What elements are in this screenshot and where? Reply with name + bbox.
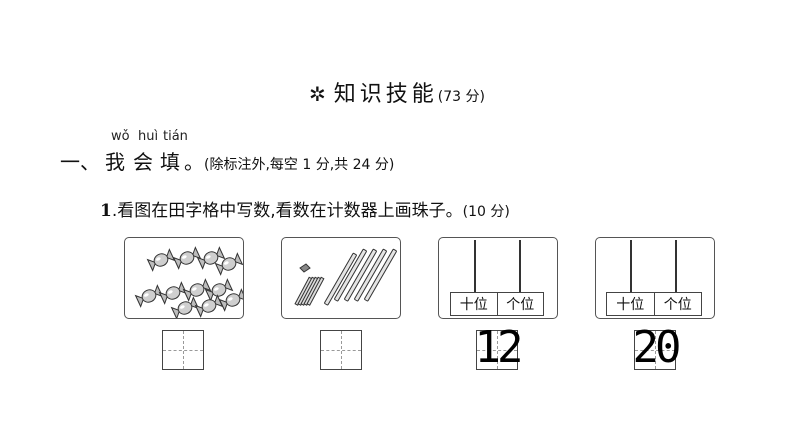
asterisk-icon: ✲	[309, 82, 330, 106]
abacus-rod-ones	[675, 240, 677, 292]
ones-label: 个位	[653, 293, 702, 315]
heading-char-tian: 填	[160, 150, 180, 174]
abacus-rod-ones	[519, 240, 521, 292]
question-text: .看图在田字格中写数,看数在计数器上画珠子。	[111, 201, 463, 221]
question-1: 1.看图在田字格中写数,看数在计数器上画珠子。(10 分)	[100, 196, 510, 221]
writing-grid[interactable]	[320, 330, 362, 370]
heading-char-hui: 会	[133, 150, 153, 174]
written-number: 12	[474, 322, 524, 373]
abacus-panel-12	[438, 237, 558, 319]
sticks-panel	[281, 237, 401, 319]
heading-dot: 。	[184, 150, 204, 174]
section-title-text: 知识技能	[333, 82, 438, 107]
tens-label: 十位	[459, 297, 488, 313]
abacus-rod-tens	[630, 240, 632, 292]
section-title: ✲知识技能(73 分)	[0, 76, 794, 108]
number-grid-12: 12	[475, 326, 523, 370]
heading-note: (除标注外,每空 1 分,共 24 分)	[204, 157, 395, 173]
ones-label: 个位	[496, 293, 544, 315]
pinyin-wo: wǒ	[111, 129, 130, 144]
pinyin-tian: tián	[163, 129, 188, 144]
number-grid-20: 20	[633, 326, 681, 370]
part-heading: 一、我会填。(除标注外,每空 1 分,共 24 分)	[60, 146, 394, 175]
writing-grid[interactable]	[162, 330, 204, 370]
tens-label: 十位	[616, 297, 645, 313]
section-points: (73 分)	[437, 89, 485, 105]
candy-picture	[135, 246, 247, 320]
question-number: 1	[100, 201, 112, 221]
heading-char-wo: 我	[105, 150, 125, 174]
abacus-label-20: 十位 个位	[606, 292, 702, 316]
question-points: (10 分)	[462, 204, 510, 220]
sticks-picture	[294, 248, 397, 306]
pinyin-hui: huì	[138, 129, 159, 144]
part-number: 一、	[60, 150, 100, 174]
written-number: 20	[632, 322, 682, 373]
abacus-rod-tens	[474, 240, 476, 292]
candy-panel	[124, 237, 247, 320]
abacus-label-12: 十位 个位	[450, 292, 544, 316]
abacus-panel-20	[595, 237, 715, 319]
